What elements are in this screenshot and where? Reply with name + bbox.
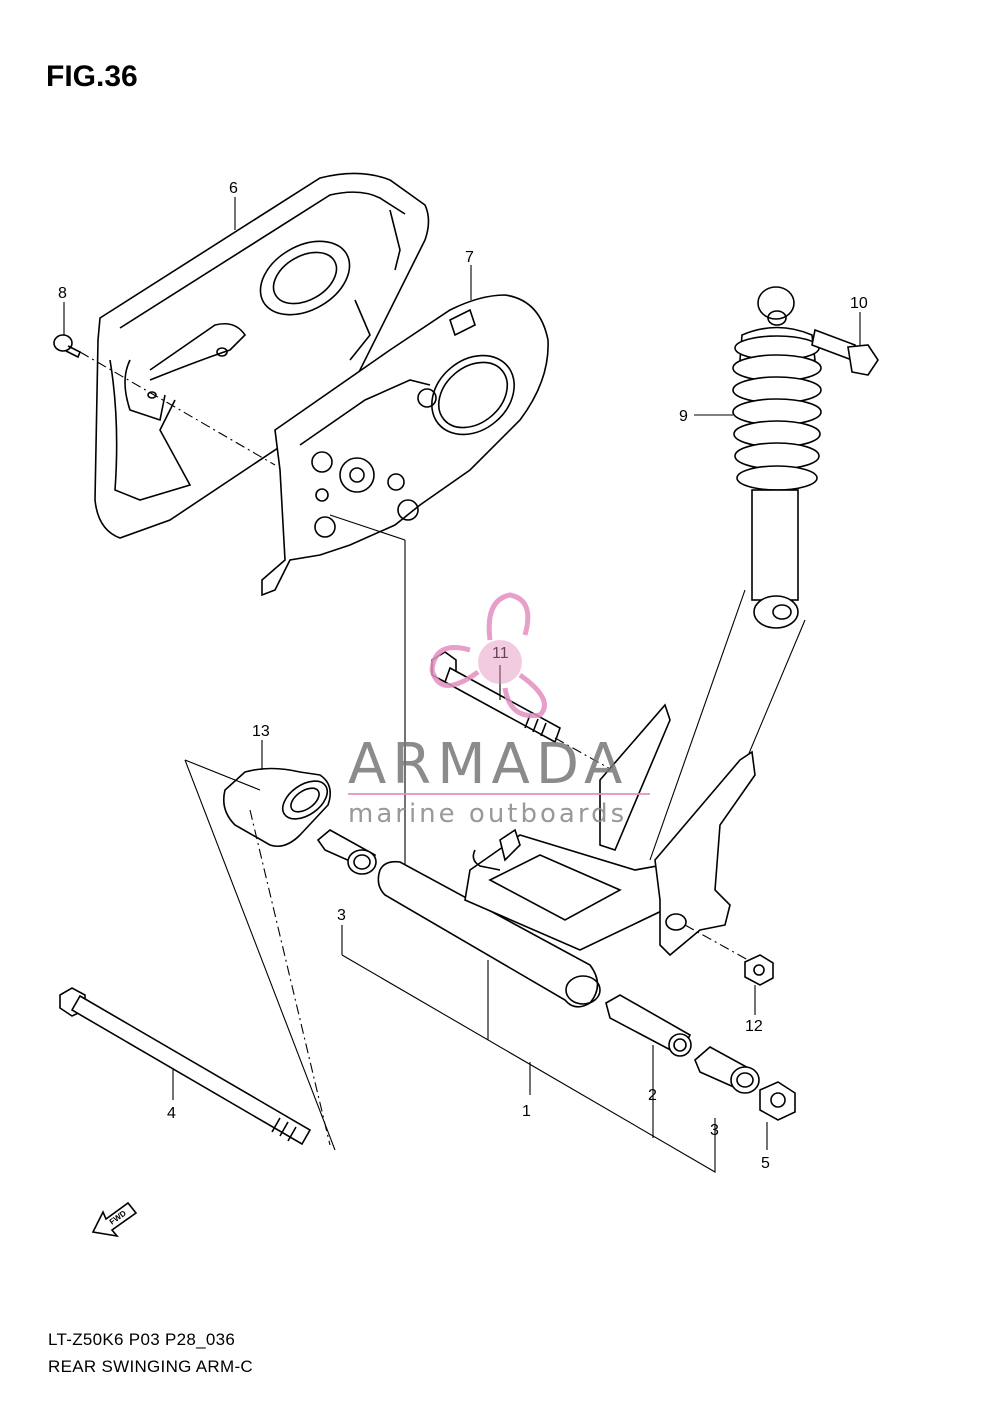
watermark-brand: ARMADA xyxy=(348,732,628,797)
bushing-part-3-lower xyxy=(694,1046,760,1094)
footer-name: REAR SWINGING ARM-C xyxy=(48,1357,253,1376)
swing-arm-part-1 xyxy=(377,703,756,1008)
callout-1: 1 xyxy=(522,1103,531,1120)
callout-5: 5 xyxy=(761,1155,770,1172)
fwd-arrow-icon: FWD xyxy=(91,1201,138,1238)
callout-11: 11 xyxy=(492,645,509,662)
callout-8: 8 xyxy=(58,285,67,302)
callout-3-upper: 3 xyxy=(337,907,346,924)
cap-part-13 xyxy=(222,767,331,848)
watermark: ARMADA marine outboards xyxy=(348,592,650,829)
figure-title: FIG.36 xyxy=(46,60,138,93)
watermark-tagline: marine outboards xyxy=(348,799,627,829)
shock-absorber-part-9 xyxy=(649,286,822,871)
bolt-part-10 xyxy=(811,328,879,376)
screw-part-8 xyxy=(53,334,276,466)
callout-13: 13 xyxy=(252,723,270,740)
callout-2: 2 xyxy=(648,1087,657,1104)
assembly-lines xyxy=(63,197,861,1173)
collar-part-2 xyxy=(605,994,692,1057)
pivot-bolt-part-4 xyxy=(59,987,312,1146)
watermark-logo-icon xyxy=(429,592,547,719)
footer-code: LT-Z50K6 P03 P28_036 xyxy=(48,1330,236,1349)
callout-12: 12 xyxy=(745,1018,763,1035)
chain-cover-part-6 xyxy=(94,172,430,539)
callout-3-lower: 3 xyxy=(710,1122,719,1139)
callout-9: 9 xyxy=(679,408,688,425)
nut-part-12 xyxy=(744,954,774,986)
callout-4: 4 xyxy=(167,1105,176,1122)
callout-6: 6 xyxy=(229,180,238,197)
callout-10: 10 xyxy=(850,295,868,312)
callout-7: 7 xyxy=(465,249,474,266)
chain-case-part-7 xyxy=(261,294,549,870)
nut-part-5 xyxy=(759,1081,796,1121)
bushing-part-3-upper xyxy=(316,829,377,875)
